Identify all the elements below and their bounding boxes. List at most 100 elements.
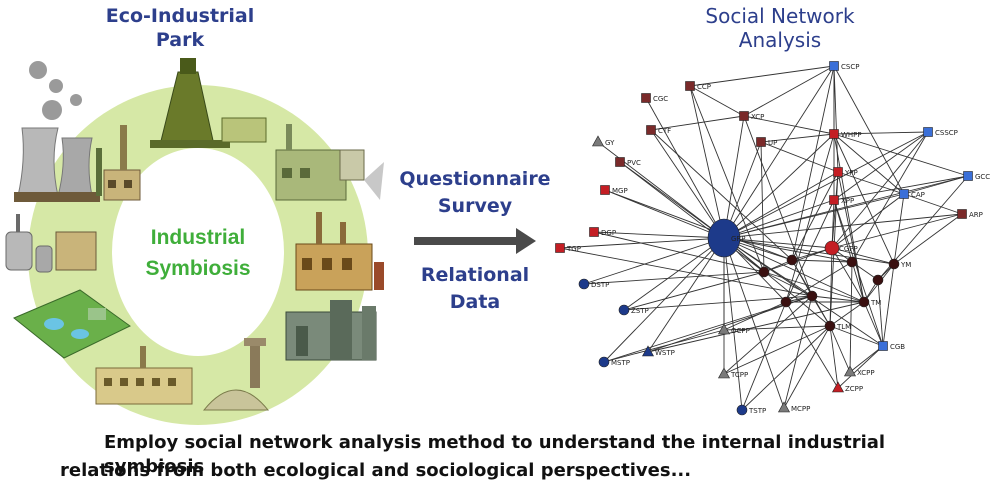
sna-title-line2: Analysis [738, 28, 822, 52]
network-edge-mgp-m2 [604, 189, 793, 261]
network-edge-m4-m5 [785, 261, 853, 303]
network-node-label-tstp: TSTP [748, 407, 766, 415]
network-edge-tm-m3 [811, 295, 865, 303]
network-edge-cscp-cap [833, 65, 905, 195]
network-edge-cscp-xcp [743, 65, 835, 117]
network-edge-ccp-m1 [689, 85, 765, 273]
network-edge-up-ypp [760, 141, 839, 173]
network-node-label-xcpp: XCPP [857, 369, 875, 377]
network-edge-ypp-m2 [791, 171, 839, 261]
network-edge-tlm-cgb [829, 325, 884, 347]
network-node-dgp [589, 227, 599, 237]
questionnaire-survey-label: Questionnaire Survey [395, 166, 555, 220]
network-edge-xpp-cgb [833, 199, 884, 347]
chemical-plant-icon [275, 124, 384, 201]
network-edge-csscp-xpp [833, 131, 929, 201]
network-node-label-dstp: DSTP [591, 281, 609, 289]
network-node-tstp [736, 404, 748, 416]
network-node-cgpp [824, 240, 840, 256]
network-node-m1 [758, 266, 770, 278]
network-node-xcpp [843, 365, 857, 377]
network-edge-whpp-cap [833, 133, 905, 195]
network-node-gcc [963, 171, 973, 181]
network-node-cgc [641, 93, 651, 103]
caption-line1: Employ social network analysis method to… [104, 432, 886, 477]
relational-line1: Relational [420, 264, 530, 286]
network-node-label-ypp: YPP [844, 169, 858, 177]
network-edge-up-m1 [760, 141, 765, 273]
network-node-label-zstp: ZSTP [631, 307, 649, 315]
network-edge-dgp-m1 [593, 231, 765, 273]
eco-title-line1: Eco-Industrial [105, 5, 255, 27]
network-node-label-pvc: PVC [627, 159, 641, 167]
network-node-up [756, 137, 766, 147]
network-edge-arp-ym [893, 213, 963, 265]
network-node-label-csscp: CSSCP [935, 129, 958, 137]
network-edge-m6-cgb [877, 279, 884, 347]
network-node-label-up: UP [768, 139, 777, 147]
network-edge-grp-ctf [650, 129, 725, 239]
network-node-label-ctf: CTF [658, 127, 671, 135]
social-network-analysis-title: Social Network Analysis [650, 4, 910, 52]
network-node-label-cgpp: CGPP [839, 245, 858, 253]
survey-line1: Questionnaire [399, 168, 551, 190]
network-edge-zstp-m3 [623, 295, 813, 311]
network-node-label-whpp: WHPP [841, 131, 862, 139]
network-edge-ccp-cscp [689, 65, 835, 87]
network-node-label-xcp: XCP [751, 113, 764, 121]
network-edge-whpp-ym [833, 133, 895, 265]
network-edge-cgb-zcpp [837, 345, 884, 389]
network-node-pvc [615, 157, 625, 167]
network-edge-up-whpp [760, 133, 835, 143]
network-edge-dstp-m1 [583, 271, 765, 285]
network-edge-m2-m5 [791, 259, 853, 263]
brick-factory-icon [295, 212, 384, 291]
network-edge-tstp-tlm [741, 325, 831, 411]
survey-line2: Survey [437, 195, 513, 217]
network-edge-grp-zstp [623, 237, 725, 311]
network-edge-csscp-m5 [851, 131, 929, 263]
relational-data-label: Relational Data [395, 262, 555, 316]
network-edge-mcpp-tlm [783, 325, 831, 409]
network-edge-whpp-gcc [833, 133, 969, 177]
industrial-symbiosis-line2: Symbiosis [145, 257, 250, 280]
network-edge-ocpp-m4 [723, 301, 787, 331]
network-node-m6 [872, 274, 884, 286]
network-node-mstp [598, 356, 610, 368]
network-edge-xcpp-m5 [849, 261, 853, 373]
network-node-label-zcpp: ZCPP [845, 385, 863, 393]
network-node-label-tm: TM [870, 299, 881, 307]
industrial-symbiosis-line1: Industrial [151, 226, 246, 249]
network-node-ctf [646, 125, 656, 135]
network-node-xcp [739, 111, 749, 121]
network-edge-grp-m3 [723, 237, 813, 297]
network-node-label-cap: CAP [911, 191, 925, 199]
network-edge-ocpp-tlm [723, 325, 831, 331]
network-node-mgp [600, 185, 610, 195]
network-edge-xcp-m3 [743, 115, 813, 297]
network-node-tlm [824, 320, 836, 332]
network-edge-ypp-tm [837, 171, 865, 303]
network-edge-xcp-whpp [743, 115, 835, 135]
network-edge-grp-tstp [723, 237, 743, 411]
network-edge-grp-ypp [723, 171, 839, 239]
network-edge-ctf-m2 [650, 129, 793, 261]
network-edge-cscp-ypp [833, 65, 839, 173]
sna-title-line1: Social Network [705, 4, 855, 28]
network-edge-tlm-xcpp [829, 325, 851, 373]
network-node-label-cgc: CGC [653, 95, 668, 103]
network-edge-zstp-m1 [623, 271, 765, 311]
network-node-label-tlm: TLM [836, 323, 851, 331]
network-edge-cgb-xcpp [849, 345, 884, 373]
network-node-zstp [618, 304, 630, 316]
network-edge-gcc-cap [903, 175, 969, 195]
network-node-cscp [829, 61, 839, 71]
gas-tanks-icon [5, 214, 97, 273]
network-node-arp [957, 209, 967, 219]
network-edge-tcpp-m3 [723, 295, 813, 375]
network-node-m2 [786, 254, 798, 266]
network-node-zcpp [831, 381, 845, 393]
network-edge-tm-tlm [829, 301, 865, 327]
network-edge-grp-mstp [603, 237, 725, 363]
